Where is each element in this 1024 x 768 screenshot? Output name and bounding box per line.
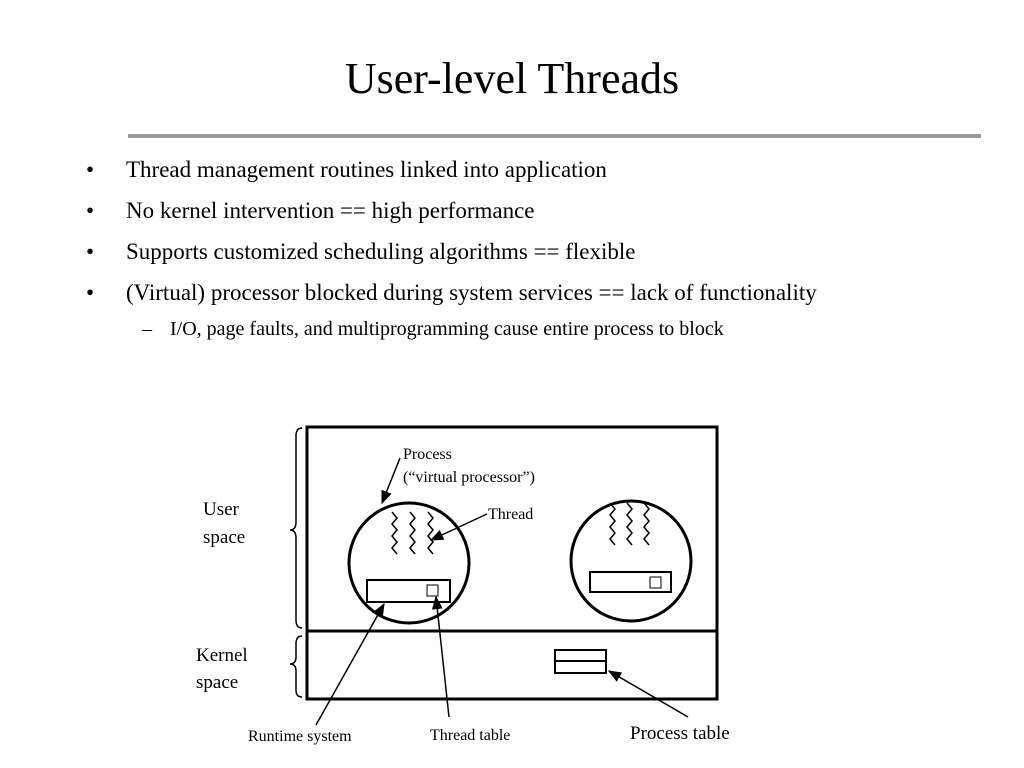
kernel-space-label-line2: space bbox=[196, 672, 238, 693]
thread-table-label: Thread table bbox=[430, 727, 510, 744]
thread-squiggles-right bbox=[609, 502, 650, 546]
user-space-brace bbox=[289, 427, 303, 629]
bullet-marker: • bbox=[86, 157, 95, 182]
kernel-space-brace bbox=[289, 635, 303, 698]
sub-bullet-item: – I/O, page faults, and multiprogramming… bbox=[86, 315, 946, 343]
sub-bullet-marker: – bbox=[142, 318, 152, 340]
process-arrow bbox=[381, 457, 401, 505]
process-circle-left bbox=[347, 501, 471, 625]
user-space-label-line1: User bbox=[203, 499, 240, 520]
thread-table-right bbox=[649, 576, 662, 589]
runtime-system-label: Runtime system bbox=[248, 728, 352, 745]
bullet-marker: • bbox=[86, 239, 95, 264]
bullet-list: • Thread management routines linked into… bbox=[86, 154, 946, 343]
sub-bullet-text: I/O, page faults, and multiprogramming c… bbox=[170, 318, 724, 340]
bullet-item: • No kernel intervention == high perform… bbox=[86, 195, 946, 227]
kernel-space-box bbox=[305, 629, 719, 701]
thread-label: Thread bbox=[488, 506, 533, 523]
bullet-text: Thread management routines linked into a… bbox=[126, 157, 607, 182]
bullet-item: • Thread management routines linked into… bbox=[86, 154, 946, 186]
thread-arrow bbox=[429, 513, 488, 541]
kernel-space-label-line1: Kernel bbox=[196, 645, 248, 666]
bullet-marker: • bbox=[86, 198, 95, 223]
bullet-item: • Supports customized scheduling algorit… bbox=[86, 236, 946, 268]
user-space-label-line2: space bbox=[203, 527, 245, 548]
bullet-marker: • bbox=[86, 280, 95, 305]
bullet-text: Supports customized scheduling algorithm… bbox=[126, 239, 636, 264]
slide-title: User-level Threads bbox=[344, 54, 680, 103]
process-circle-right bbox=[569, 499, 693, 623]
process-table-arrow bbox=[607, 670, 689, 718]
thread-squiggles-left bbox=[391, 511, 434, 555]
bullet-text: No kernel intervention == high performan… bbox=[126, 198, 535, 223]
process-table-label: Process table bbox=[630, 723, 730, 744]
process-label-line1: Process bbox=[403, 446, 452, 463]
title-divider bbox=[128, 134, 981, 138]
process-label-line2: (“virtual processor”) bbox=[403, 469, 535, 486]
thread-table-arrow bbox=[431, 595, 450, 718]
runtime-system-arrow bbox=[315, 602, 385, 726]
bullet-text: (Virtual) processor blocked during syste… bbox=[126, 280, 817, 305]
runtime-system-box-right bbox=[589, 571, 672, 593]
bullet-item: • (Virtual) processor blocked during sys… bbox=[86, 277, 946, 309]
